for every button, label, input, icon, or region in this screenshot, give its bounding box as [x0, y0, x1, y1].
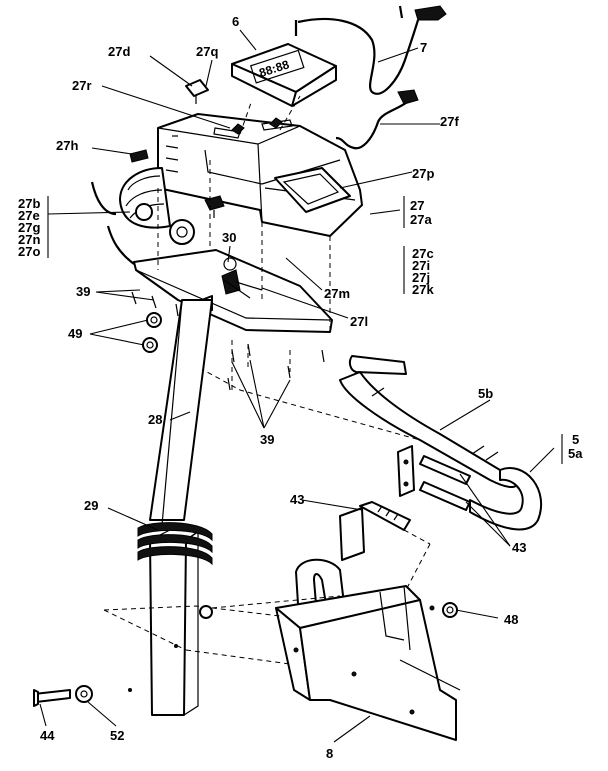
label-27k: 27k: [412, 282, 434, 297]
washer-52: [75, 685, 93, 703]
nut-small: [199, 605, 213, 619]
label-27d: 27d: [108, 44, 130, 59]
label-27b: 27b: [18, 196, 40, 211]
label-27c: 27c: [412, 246, 434, 261]
label-39-upper: 39: [76, 284, 90, 299]
label-27q: 27q: [196, 44, 218, 59]
fastener-27h: [129, 149, 149, 163]
alignment-lines-lower: [103, 543, 431, 665]
bolt-43-upper: [359, 501, 431, 545]
label-39-lower: 39: [260, 432, 274, 447]
label-44: 44: [40, 728, 55, 743]
label-28: 28: [148, 412, 162, 427]
label-27i: 27i: [412, 258, 430, 273]
label-5: 5: [572, 432, 579, 447]
label-49: 49: [68, 326, 82, 341]
handlebar-bolts-43: [419, 455, 471, 511]
base-frame: [275, 507, 461, 741]
side-wiring-assembly: [90, 167, 225, 265]
display-console: 88:88: [231, 43, 337, 107]
label-27f: 27f: [440, 114, 459, 129]
alignment-lines-upper: [157, 95, 421, 441]
label-27j: 27j: [412, 270, 430, 285]
label-27e: 27e: [18, 208, 40, 223]
sensor-cable: [294, 5, 447, 150]
mounting-plate: [133, 249, 333, 333]
label-27n: 27n: [18, 232, 40, 247]
label-8: 8: [326, 746, 333, 761]
label-43-upper: 43: [290, 492, 304, 507]
label-27a: 27a: [410, 212, 432, 227]
label-5b: 5b: [478, 386, 493, 401]
console-housing: [157, 113, 363, 237]
label-27l: 27l: [350, 314, 368, 329]
leader-lines: [39, 29, 555, 743]
label-30: 30: [222, 230, 236, 245]
upright-column: [128, 295, 213, 716]
label-29: 29: [84, 498, 98, 513]
label-brackets: [47, 196, 563, 464]
label-43-lower: 43: [512, 540, 526, 555]
bracket-27d: [185, 79, 209, 104]
label-27: 27: [410, 198, 424, 213]
label-27p: 27p: [412, 166, 434, 181]
label-27o: 27o: [18, 244, 40, 259]
label-27r: 27r: [72, 78, 92, 93]
grommet-29: [137, 522, 213, 566]
part-labels: 6 7 27d 27q 27r 27f 27h 27p 27 27a 27b 2…: [18, 14, 583, 761]
label-6: 6: [232, 14, 239, 29]
label-5a: 5a: [568, 446, 583, 461]
screws-39: [131, 291, 325, 391]
washer-48: [442, 602, 458, 618]
label-27m: 27m: [324, 286, 350, 301]
nuts-49: [142, 312, 162, 353]
label-27h: 27h: [56, 138, 78, 153]
label-27g: 27g: [18, 220, 40, 235]
label-52: 52: [110, 728, 124, 743]
label-7: 7: [420, 40, 427, 55]
bolt-44: [33, 689, 71, 707]
label-48: 48: [504, 612, 518, 627]
